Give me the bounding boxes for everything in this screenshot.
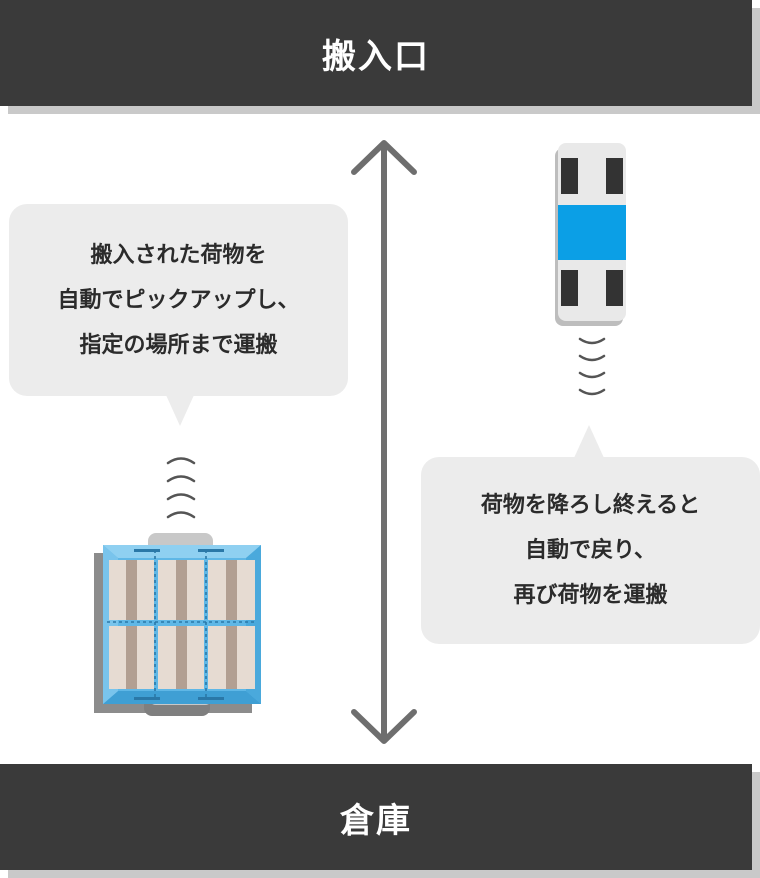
pickup-line-2: 自動でピックアップし、 [57,287,300,313]
double-arrow-icon [351,140,417,744]
return-line-2: 自動で戻り、 [524,538,657,563]
entrance-title: 搬入口 [322,36,430,77]
right-bubble-tail [574,425,604,458]
pickup-line-1: 搬入された荷物を [90,242,267,268]
pickup-line-3: 指定の場所まで運搬 [79,332,278,358]
return-line-3: 再び荷物を運搬 [513,583,668,608]
robot-icon [555,143,626,326]
return-description-bubble: 荷物を降ろし終えると 自動で戻り、 再び荷物を運搬 [421,457,760,644]
left-bubble-tail [166,395,194,426]
pallet-icon [94,533,261,716]
warehouse-footer: 倉庫 [0,764,752,870]
entrance-header: 搬入口 [0,0,752,106]
warehouse-title: 倉庫 [340,800,412,841]
signal-waves-icon [166,457,196,519]
signal-waves-icon [578,337,606,396]
pickup-description-bubble: 搬入された荷物を 自動でピックアップし、 指定の場所まで運搬 [9,204,348,396]
return-line-1: 荷物を降ろし終えると [480,493,701,518]
